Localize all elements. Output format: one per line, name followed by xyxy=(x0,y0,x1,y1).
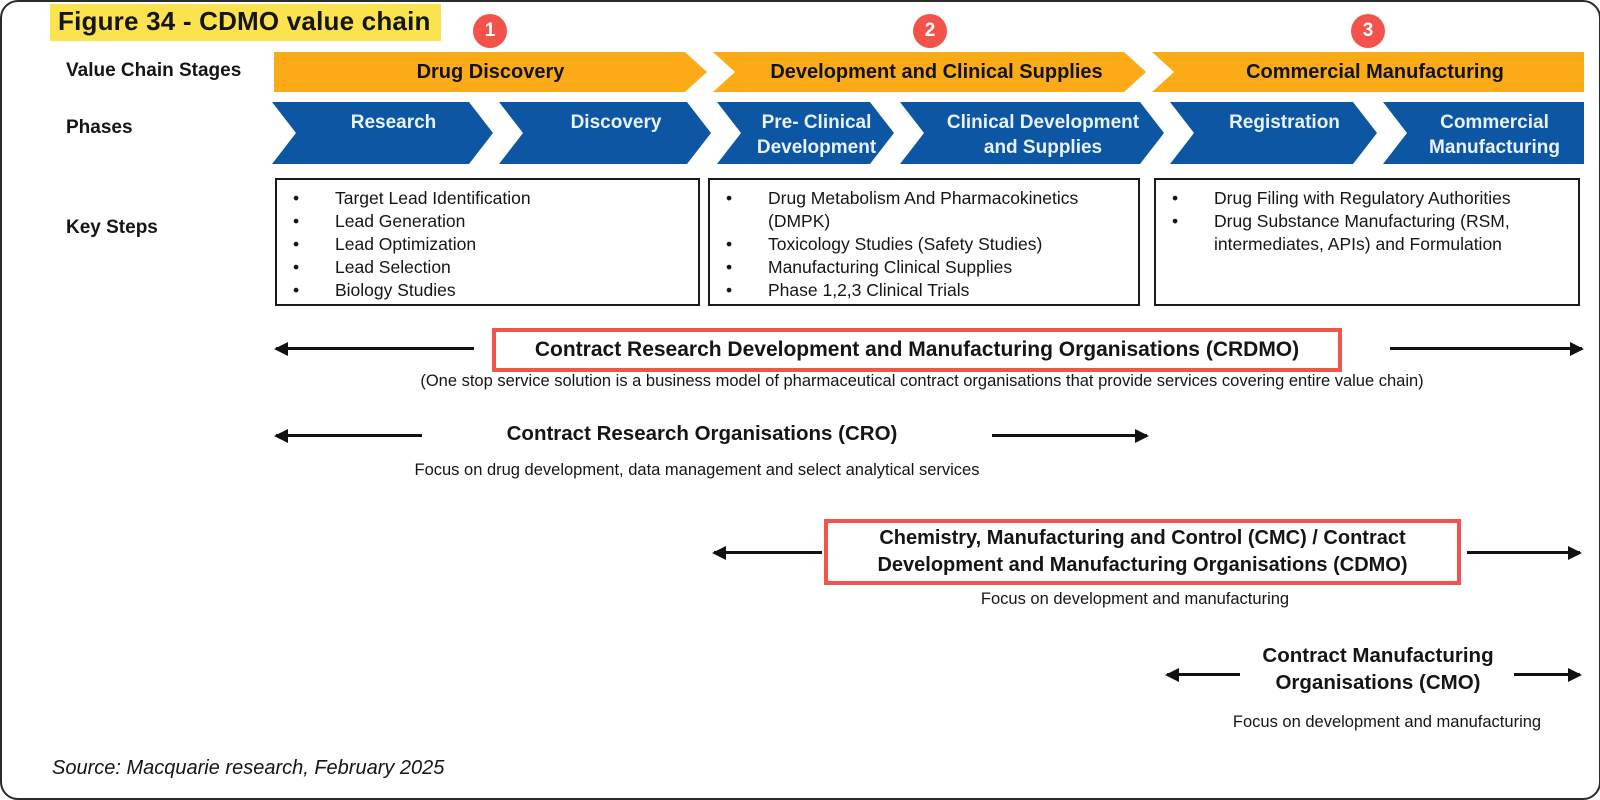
key-step-item: Toxicology Studies (Safety Studies) xyxy=(710,233,1113,256)
key-steps-list: Target Lead Identification Lead Generati… xyxy=(277,187,698,302)
key-step-item: Lead Optimization xyxy=(277,233,698,256)
stage-marker-1: 1 xyxy=(473,14,507,48)
key-step-item: Lead Selection xyxy=(277,256,698,279)
phase-chevron-preclinical-development: Pre- Clinical Development xyxy=(717,102,894,164)
stage-marker-3: 3 xyxy=(1351,14,1385,48)
key-steps-list: Drug Filing with Regulatory Authorities … xyxy=(1156,187,1578,256)
phase-chevron-registration: Registration xyxy=(1170,102,1377,164)
cmc-cdmo-box: Chemistry, Manufacturing and Control (CM… xyxy=(824,519,1461,585)
cro-caption: Focus on drug development, data manageme… xyxy=(414,461,980,479)
row-label-phases: Phases xyxy=(66,117,133,138)
cmc-cdmo-right-arrow-icon xyxy=(1467,551,1580,554)
phase-chevron-discovery: Discovery xyxy=(499,102,711,164)
crdmo-box: Contract Research Development and Manufa… xyxy=(492,328,1342,372)
key-step-item: Biology Studies xyxy=(277,279,698,302)
cmc-cdmo-caption: Focus on development and manufacturing xyxy=(980,590,1290,608)
row-label-key-steps: Key Steps xyxy=(66,217,158,238)
key-steps-box-discovery: Target Lead Identification Lead Generati… xyxy=(275,178,700,306)
cro-right-arrow-icon xyxy=(992,434,1147,437)
crdmo-caption: (One stop service solution is a business… xyxy=(420,372,1424,390)
key-steps-list: Drug Metabolism And Pharmacokinetics (DM… xyxy=(710,187,1138,302)
key-step-item: Drug Filing with Regulatory Authorities xyxy=(1156,187,1534,210)
key-step-item: Lead Generation xyxy=(277,210,698,233)
stage-arrow-drug-discovery: Drug Discovery xyxy=(274,52,707,92)
phase-chevron-commercial-manufacturing: Commercial Manufacturing xyxy=(1383,102,1584,164)
stage-arrow-development-clinical-supplies: Development and Clinical Supplies xyxy=(713,52,1146,92)
stage-arrow-commercial-manufacturing: Commercial Manufacturing xyxy=(1152,52,1584,92)
crdmo-left-arrow-icon xyxy=(276,347,474,350)
source-note: Source: Macquarie research, February 202… xyxy=(52,757,445,779)
crdmo-right-arrow-icon xyxy=(1390,347,1582,350)
key-step-item: Target Lead Identification xyxy=(277,187,698,210)
key-step-item: Drug Metabolism And Pharmacokinetics (DM… xyxy=(710,187,1113,233)
key-steps-box-development: Drug Metabolism And Pharmacokinetics (DM… xyxy=(708,178,1140,306)
cmo-label: Contract Manufacturing Organisations (CM… xyxy=(1262,644,1494,694)
key-steps-box-commercial: Drug Filing with Regulatory Authorities … xyxy=(1154,178,1580,306)
cmo-caption: Focus on development and manufacturing xyxy=(1232,713,1542,731)
key-step-item: Phase 1,2,3 Clinical Trials xyxy=(710,279,1113,302)
key-step-item: Drug Substance Manufacturing (RSM, inter… xyxy=(1156,210,1534,256)
cro-left-arrow-icon xyxy=(276,434,422,437)
row-label-value-chain-stages: Value Chain Stages xyxy=(66,60,242,81)
key-step-item: Manufacturing Clinical Supplies xyxy=(710,256,1113,279)
cmc-cdmo-left-arrow-icon xyxy=(714,551,822,554)
phase-chevron-clinical-development-supplies: Clinical Development and Supplies xyxy=(900,102,1164,164)
figure-title: Figure 34 - CDMO value chain xyxy=(50,4,441,41)
cmo-left-arrow-icon xyxy=(1167,673,1240,676)
phase-chevron-research: Research xyxy=(272,102,493,164)
stage-marker-2: 2 xyxy=(913,14,947,48)
cro-label: Contract Research Organisations (CRO) xyxy=(506,422,898,445)
cmo-right-arrow-icon xyxy=(1514,673,1580,676)
